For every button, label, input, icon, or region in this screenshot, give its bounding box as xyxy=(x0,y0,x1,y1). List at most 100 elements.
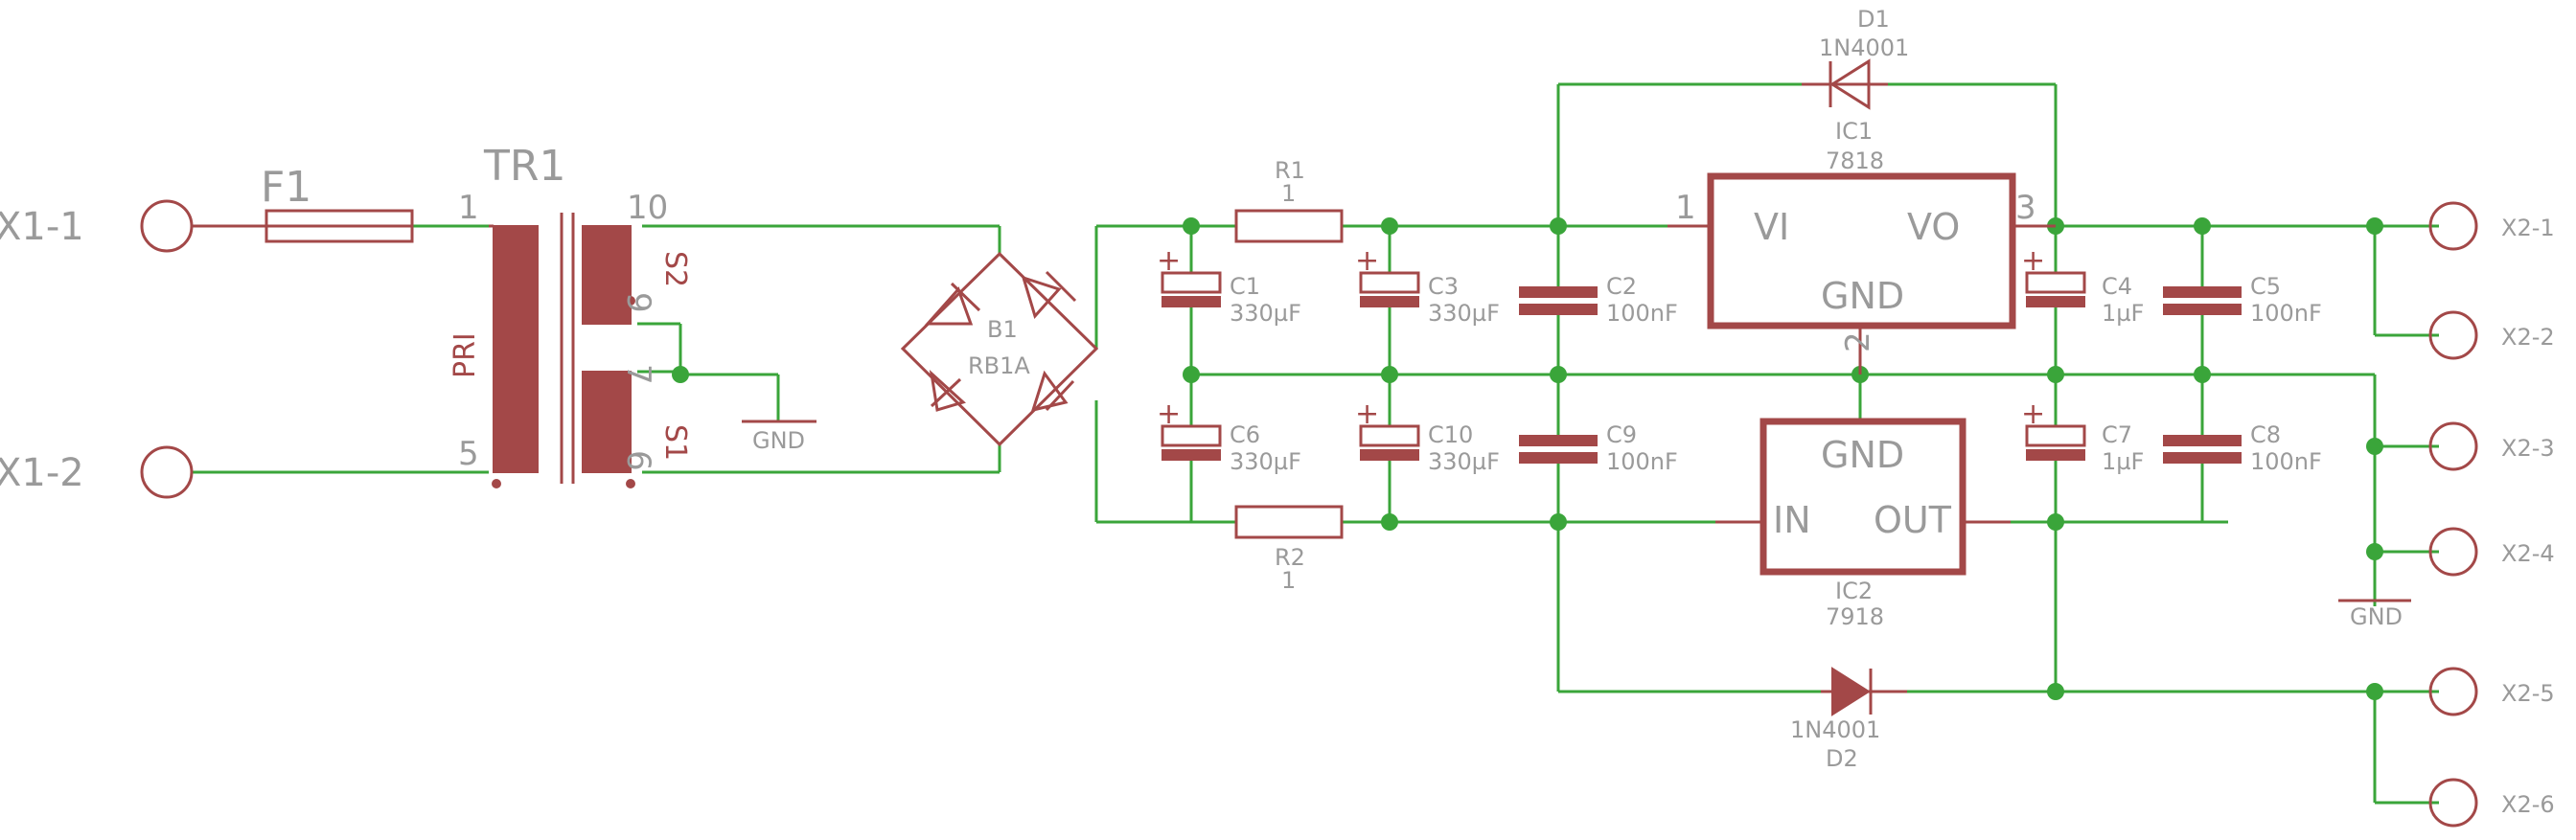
capacitor-c7-name: C7 xyxy=(2102,421,2132,448)
capacitor-c1: + C1 330µF xyxy=(1157,244,1301,327)
resistor-r1-value: 1 xyxy=(1281,180,1296,207)
transformer-pin-7: 7 xyxy=(619,364,657,385)
terminal-x1-2-label: X1-2 xyxy=(0,451,84,495)
transformer-primary-label: PRI xyxy=(448,332,482,378)
capacitor-c3-plus: + xyxy=(1355,244,1379,278)
capacitor-c6-name: C6 xyxy=(1230,421,1260,448)
gnd-symbol-right: GND xyxy=(2338,599,2411,630)
ic2-out-label: OUT xyxy=(1874,499,1952,541)
transformer-secondary-bottom-label: S1 xyxy=(658,424,692,461)
resistor-r1-name: R1 xyxy=(1275,157,1305,184)
terminal-x2-5-label: X2-5 xyxy=(2501,680,2555,707)
regulator-ic1: VI VO GND IC1 7818 1 2 3 xyxy=(1668,118,2056,375)
resistor-r1: R1 1 xyxy=(1234,157,1344,243)
capacitor-c3-name: C3 xyxy=(1428,273,1459,300)
capacitor-c9: C9 100nF xyxy=(1519,421,1678,475)
terminal-x2-4: X2-4 xyxy=(2428,527,2555,577)
terminal-x1-1: X1-1 xyxy=(0,199,194,253)
capacitor-c1-plus: + xyxy=(1157,244,1181,278)
transformer-pin-1: 1 xyxy=(458,189,479,227)
ic1-in-label: VI xyxy=(1754,206,1789,248)
resistor-r2-name: R2 xyxy=(1275,544,1305,571)
transformer-tr1-name: TR1 xyxy=(483,142,565,191)
junctions xyxy=(672,217,2383,700)
transformer-pin-5: 5 xyxy=(458,435,479,473)
diode-d2-name: D2 xyxy=(1826,745,1858,772)
capacitor-c6: + C6 330µF xyxy=(1157,397,1301,475)
capacitor-c10-name: C10 xyxy=(1428,421,1473,448)
diode-d2: 1N4001 D2 xyxy=(1790,667,1907,772)
fuse-f1: F1 xyxy=(192,163,414,243)
capacitor-c2-name: C2 xyxy=(1606,273,1637,300)
ic1-value: 7818 xyxy=(1826,148,1884,174)
ic2-value: 7918 xyxy=(1826,603,1884,630)
ic1-pin-1: 1 xyxy=(1675,189,1696,227)
ic1-gnd-label: GND xyxy=(1821,275,1904,317)
terminal-x1-1-label: X1-1 xyxy=(0,205,84,249)
terminal-x2-4-label: X2-4 xyxy=(2501,540,2555,567)
capacitor-c8-name: C8 xyxy=(2250,421,2281,448)
ic2-in-label: IN xyxy=(1773,499,1811,541)
terminal-x1-2: X1-2 xyxy=(0,445,194,499)
ic1-out-label: VO xyxy=(1907,206,1960,248)
diode-d1: D1 1N4001 xyxy=(1802,6,1909,110)
capacitor-c7-plus: + xyxy=(2021,397,2045,431)
capacitor-c4: + C4 1µF xyxy=(2021,244,2144,327)
regulator-ic2: GND IN OUT IC2 7918 xyxy=(1715,418,2011,630)
terminal-x2-2: X2-2 xyxy=(2428,310,2555,360)
capacitor-c3-value: 330µF xyxy=(1428,300,1500,327)
terminal-x2-3: X2-3 xyxy=(2428,421,2555,471)
resistor-r2: R2 1 xyxy=(1234,505,1344,594)
terminal-x2-2-label: X2-2 xyxy=(2501,324,2555,351)
ic1-name: IC1 xyxy=(1835,118,1873,145)
capacitor-c4-name: C4 xyxy=(2102,273,2132,300)
diode-d2-value: 1N4001 xyxy=(1790,716,1880,743)
ic2-gnd-label: GND xyxy=(1821,434,1904,476)
gnd-symbol-left: GND xyxy=(742,420,816,454)
capacitor-c4-value: 1µF xyxy=(2102,300,2144,327)
resistor-r2-value: 1 xyxy=(1281,567,1296,594)
transformer-pin-6: 6 xyxy=(619,450,657,471)
transformer-pin-10: 10 xyxy=(627,189,668,227)
capacitor-c10-plus: + xyxy=(1355,397,1379,431)
capacitor-c5: C5 100nF xyxy=(2163,273,2322,327)
bridge-b1-name: B1 xyxy=(987,316,1018,343)
capacitor-c5-value: 100nF xyxy=(2250,300,2322,327)
diode-d1-value: 1N4001 xyxy=(1819,34,1909,61)
capacitor-c6-plus: + xyxy=(1157,397,1181,431)
terminal-x2-3-label: X2-3 xyxy=(2501,435,2555,462)
terminal-x2-1-label: X2-1 xyxy=(2501,215,2555,241)
capacitor-c8-value: 100nF xyxy=(2250,448,2322,475)
bridge-b1: B1 RB1A xyxy=(900,251,1099,447)
capacitor-c1-value: 330µF xyxy=(1230,300,1301,327)
capacitor-c9-value: 100nF xyxy=(1606,448,1678,475)
capacitor-c10: + C10 330µF xyxy=(1355,397,1500,475)
capacitor-c1-name: C1 xyxy=(1230,273,1260,300)
capacitor-c9-name: C9 xyxy=(1606,421,1637,448)
capacitor-c2-value: 100nF xyxy=(1606,300,1678,327)
ic2-name: IC2 xyxy=(1835,578,1873,604)
capacitor-c3: + C3 330µF xyxy=(1355,244,1500,327)
terminal-x2-6-label: X2-6 xyxy=(2501,791,2555,818)
capacitor-c4-plus: + xyxy=(2021,244,2045,278)
terminal-x2-1: X2-1 xyxy=(2428,201,2555,251)
capacitor-c7-value: 1µF xyxy=(2102,448,2144,475)
diode-d1-name: D1 xyxy=(1857,6,1890,33)
gnd-label-left: GND xyxy=(752,427,805,454)
capacitor-c10-value: 330µF xyxy=(1428,448,1500,475)
ic1-pin-3: 3 xyxy=(2015,189,2036,227)
gnd-label-right: GND xyxy=(2350,603,2403,630)
transformer-secondary-top-label: S2 xyxy=(658,251,692,287)
transformer-pin-9: 9 xyxy=(619,292,657,313)
terminal-x2-6: X2-6 xyxy=(2428,778,2555,828)
terminal-x2-5: X2-5 xyxy=(2428,667,2555,716)
fuse-f1-name: F1 xyxy=(261,163,311,212)
ic1-pin-2: 2 xyxy=(1839,331,1877,352)
bridge-b1-value: RB1A xyxy=(968,352,1030,379)
capacitor-c5-name: C5 xyxy=(2250,273,2281,300)
capacitor-c8: C8 100nF xyxy=(2163,421,2322,475)
capacitor-c2: C2 100nF xyxy=(1519,273,1678,327)
capacitor-c7: + C7 1µF xyxy=(2021,397,2144,475)
capacitor-c6-value: 330µF xyxy=(1230,448,1301,475)
